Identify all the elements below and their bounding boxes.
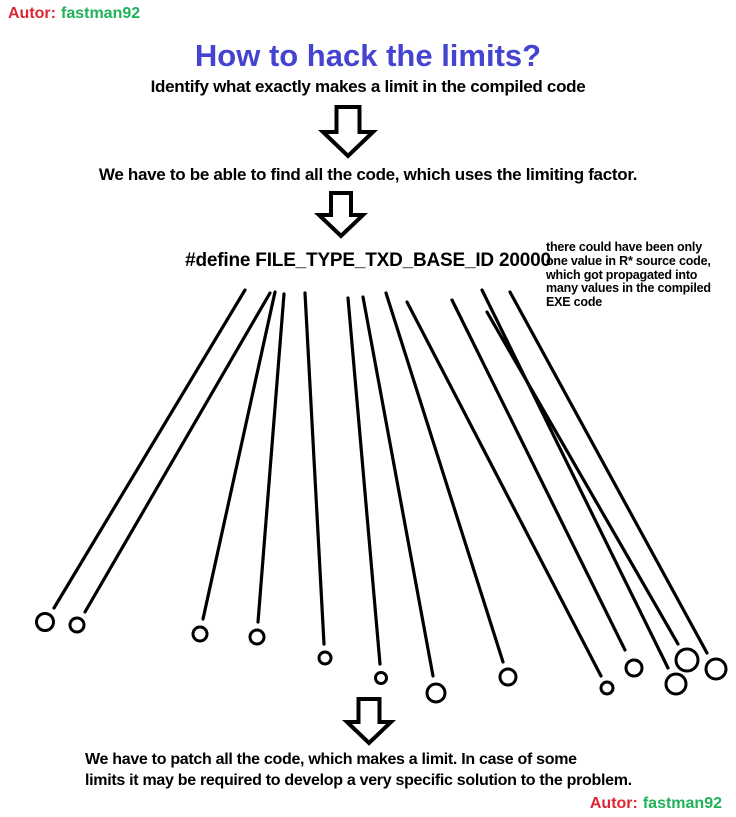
propagation-line xyxy=(508,290,709,655)
code-location-circle xyxy=(624,658,644,678)
down-arrow-icon xyxy=(342,697,396,746)
propagation-line xyxy=(256,292,286,624)
side-note-line: one value in R* source code, xyxy=(546,253,711,268)
code-location-circle xyxy=(248,628,266,646)
step-3-line: We have to patch all the code, which mak… xyxy=(85,751,577,768)
side-note-line: there could have been only xyxy=(546,240,702,254)
side-note-line: which got propagated into xyxy=(546,267,698,282)
code-location-circle xyxy=(425,682,447,704)
author-name: fastman92 xyxy=(60,5,141,22)
code-location-circle xyxy=(68,616,86,634)
propagation-line xyxy=(384,291,505,664)
code-location-circle xyxy=(664,672,688,696)
code-location-circle xyxy=(674,647,700,673)
author-label: Autor: xyxy=(8,5,56,22)
propagation-line xyxy=(201,290,277,621)
propagation-line xyxy=(52,288,247,610)
propagation-line xyxy=(480,288,670,670)
code-location-circle xyxy=(191,625,209,643)
down-arrow-icon xyxy=(318,105,378,159)
define-code-text: #define FILE_TYPE_TXD_BASE_ID 20000 xyxy=(185,250,551,271)
propagation-line xyxy=(361,295,435,678)
author-credit-top: Autor:fastman92 xyxy=(8,5,140,23)
author-name: fastman92 xyxy=(642,795,722,812)
step-2-text: We have to be able to find all the code,… xyxy=(98,165,638,184)
code-location-circle xyxy=(498,667,518,687)
code-location-circle xyxy=(374,671,388,685)
side-note-line: many values in the compiled xyxy=(546,281,711,296)
propagation-line xyxy=(303,291,326,646)
code-location-circle xyxy=(35,612,55,632)
side-note-line: EXE code xyxy=(546,295,603,310)
propagation-line xyxy=(405,300,603,678)
side-note: there could have been only one value in … xyxy=(546,240,736,310)
code-location-circle xyxy=(317,650,333,666)
author-credit-bottom: Autor:fastman92 xyxy=(590,795,722,813)
step-3-line: limits it may be required to develop a v… xyxy=(85,771,632,789)
step-3-text: We have to patch all the code, which mak… xyxy=(85,750,632,791)
author-label: Autor: xyxy=(589,795,638,812)
code-location-circle xyxy=(599,680,615,696)
propagation-line xyxy=(83,291,272,614)
page-title: How to hack the limits? xyxy=(194,38,542,73)
propagation-line xyxy=(450,298,627,652)
step-1-text: Identify what exactly makes a limit in t… xyxy=(150,77,586,96)
propagation-line xyxy=(346,296,382,666)
propagation-line xyxy=(485,310,680,646)
down-arrow-icon xyxy=(314,191,368,239)
code-location-circle xyxy=(704,657,728,681)
